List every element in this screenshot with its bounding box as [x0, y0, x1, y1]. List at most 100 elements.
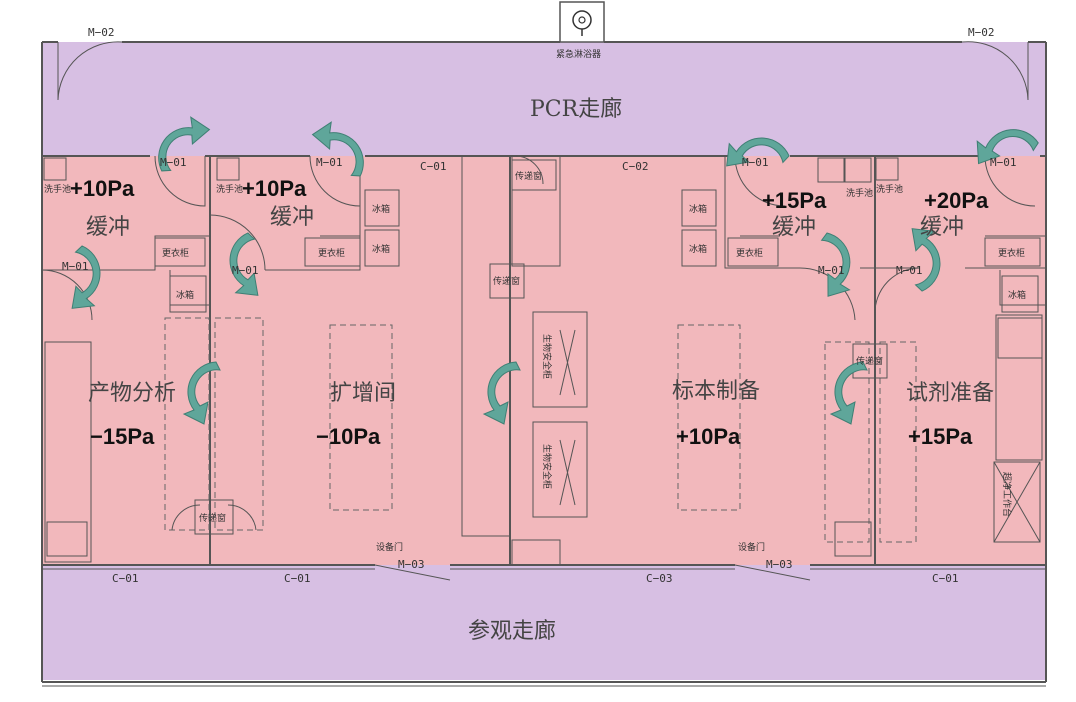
fridge-label-4: 冰箱: [689, 203, 707, 215]
door-m01-3: [734, 155, 786, 207]
clean-bench-x: [993, 461, 1041, 543]
room-pressure-product: −15Pa: [90, 424, 155, 449]
pcr-corridor: [42, 42, 1046, 156]
sink-box-4: [844, 157, 872, 183]
window-label-c03-b: C−03: [646, 572, 673, 585]
bench-reagent-wall: [995, 314, 1043, 461]
pass-window-label-1: 传递窗: [515, 170, 542, 182]
door-m01-2: [309, 155, 361, 207]
door-m01-1: [154, 155, 206, 207]
shower-label: 紧急淋浴器: [556, 48, 601, 60]
bench-amp-center: [329, 324, 393, 511]
buffer-pressure-3: +15Pa: [762, 188, 827, 213]
door-label-m03-1: M−03: [398, 558, 425, 571]
biosafety-cabinet-2: [532, 421, 588, 518]
pass-window-label-4: 传递窗: [856, 355, 883, 367]
pass-window-box-2: [194, 499, 234, 535]
room-name-reagent: 试剂准备: [906, 381, 994, 406]
hand-wash-label-2: 洗手池: [216, 183, 243, 195]
buffer-pressure-2: +10Pa: [242, 176, 307, 201]
pass-window-box-1: [511, 159, 557, 191]
bench-reagent-left: [824, 341, 870, 543]
door-label-m03-2: M−03: [766, 558, 793, 571]
door-m01-4: [984, 155, 1036, 207]
room-name-product: 产物分析: [88, 381, 176, 406]
door-label-m01-5: M−01: [62, 260, 89, 273]
door-m02-right: [961, 41, 1029, 101]
bench-reagent-right: [879, 341, 917, 543]
door-label-m02-right: M−02: [968, 26, 995, 39]
fridge-box-4: [681, 189, 717, 227]
fridge-box-3: [364, 229, 400, 267]
fridge-label-3: 冰箱: [372, 243, 390, 255]
room-pressure-amp: −10Pa: [316, 424, 381, 449]
fridge-label-1: 冰箱: [176, 289, 194, 301]
bsc-label-2: 生物安全柜: [541, 444, 553, 489]
door-m03-2: [734, 564, 811, 581]
buffer-name-4: 缓冲: [920, 215, 964, 240]
fridge-box-5: [681, 229, 717, 267]
buffer-walls-2: [265, 156, 361, 271]
buffer-pressure-4: +20Pa: [924, 188, 989, 213]
hand-wash-label-4: 洗手池: [876, 183, 903, 195]
clean-bench-label: 超净工作台: [1001, 472, 1013, 517]
pass-window-label-2: 传递窗: [199, 512, 226, 524]
door-pass-1: [514, 155, 544, 185]
locker-box-4: [984, 237, 1041, 267]
door-m01-6: [209, 214, 266, 271]
window-label-c01-b1: C−01: [112, 572, 139, 585]
pass-window-box-3: [489, 263, 525, 299]
buffer-walls-4: [875, 235, 1046, 306]
door-m01-5: [41, 269, 93, 321]
bench-product: [164, 317, 210, 531]
fridge-box-1: [169, 275, 207, 313]
locker-label-4: 更衣柜: [998, 247, 1025, 259]
fridge-label-5: 冰箱: [689, 243, 707, 255]
sink-box-2: [216, 157, 240, 181]
door-label-m01-4: M−01: [990, 156, 1017, 169]
buffer-name-3: 缓冲: [772, 215, 816, 240]
locker-box-1: [154, 237, 206, 267]
pass-channel: [461, 155, 511, 537]
pass-window-label-3: 传递窗: [493, 275, 520, 287]
bench-amp-left: [214, 317, 264, 531]
fridge-label-2: 冰箱: [372, 203, 390, 215]
visit-corridor: [42, 565, 1046, 680]
sink-bottom-1: [46, 521, 88, 557]
pass-window-box-4: [852, 343, 888, 379]
equipment-door-label-1: 设备门: [376, 541, 403, 553]
bsc-label-1: 生物安全柜: [541, 334, 553, 379]
fridge-box-2: [364, 189, 400, 227]
window-label-c01-top: C−01: [420, 160, 447, 173]
door-label-m02-left: M−02: [88, 26, 115, 39]
clean-bench: [993, 461, 1041, 543]
buffer-walls-3: [724, 156, 875, 269]
sink-box-3: [875, 157, 899, 181]
equipment-door-label-2: 设备门: [738, 541, 765, 553]
locker-label-3: 更衣柜: [736, 247, 763, 259]
room-name-prep: 标本制备: [672, 379, 760, 404]
pass-channel-2: [511, 155, 561, 267]
door-label-m01-7: M−01: [818, 264, 845, 277]
locker-label-1: 更衣柜: [162, 247, 189, 259]
door-pass-2: [171, 504, 257, 531]
biosafety-cabinet-1: [532, 311, 588, 408]
locker-label-2: 更衣柜: [318, 247, 345, 259]
door-label-m01-1: M−01: [160, 156, 187, 169]
bench-product-left: [44, 341, 92, 563]
room-pressure-reagent: +15Pa: [908, 424, 973, 449]
bench-prep-center: [677, 324, 741, 511]
door-m03-1: [374, 564, 451, 581]
door-m02-left: [57, 41, 123, 101]
door-m01-8: [874, 267, 921, 316]
fridge-label-6: 冰箱: [1008, 289, 1026, 301]
door-label-m01-8: M−01: [896, 264, 923, 277]
pcr-corridor-label: PCR走廊: [530, 97, 622, 122]
visit-corridor-label: 参观走廊: [468, 619, 556, 644]
sink-box-1: [43, 157, 67, 181]
window-label-c01-b2: C−01: [284, 572, 311, 585]
pass-channel-3: [511, 539, 561, 566]
buffer-pressure-1: +10Pa: [70, 176, 135, 201]
room-pressure-prep: +10Pa: [676, 424, 741, 449]
locker-box-3: [727, 237, 779, 267]
